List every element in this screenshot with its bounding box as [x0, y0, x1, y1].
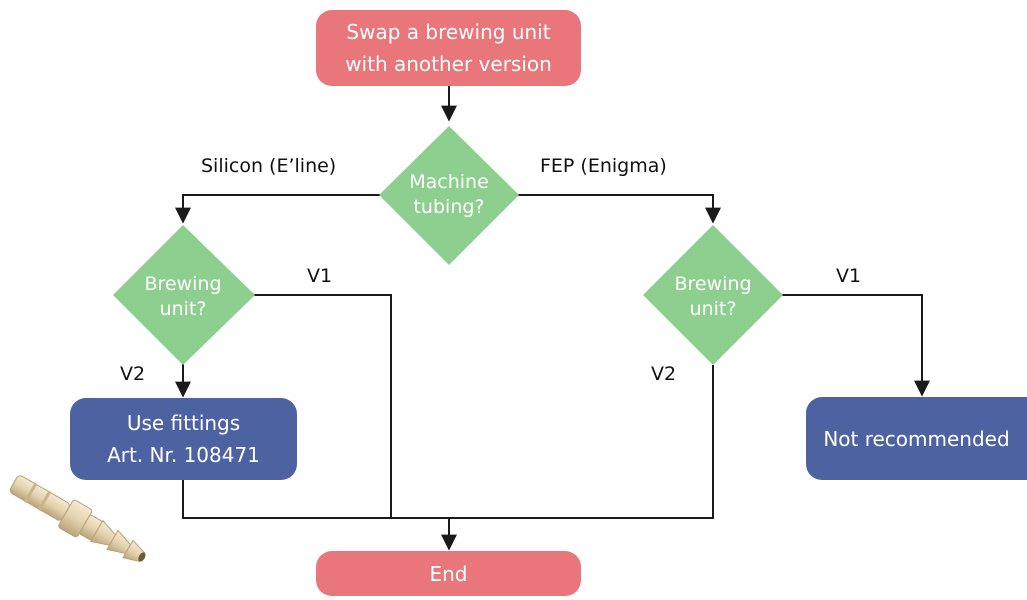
edge-label-left-v2: V2: [120, 363, 146, 385]
not-recommended-label: Not recommended: [823, 426, 1010, 451]
start-node: Swap a brewing unit with another version: [316, 10, 581, 86]
decision-tubing-diamond: [379, 126, 519, 265]
start-node-line2: with another version: [345, 52, 552, 76]
left-unit-decision-line2: unit?: [159, 298, 207, 320]
end-node: End: [316, 551, 581, 596]
fittings-node-line2: Art. Nr. 108471: [107, 443, 260, 467]
edge-label-left-v1: V1: [307, 265, 333, 287]
decision-left-unit-diamond: [113, 225, 255, 365]
left-unit-decision-label: Brewing unit?: [123, 272, 243, 322]
edge-label-fep: FEP (Enigma): [540, 155, 667, 177]
edge-silicon: [175, 194, 383, 224]
not-recommended-node: Not recommended: [806, 397, 1027, 480]
right-unit-decision-label: Brewing unit?: [653, 272, 773, 322]
fittings-node-line1: Use fittings: [126, 411, 241, 435]
edge-right-v1: [781, 294, 930, 397]
tubing-decision-line1: Machine: [409, 171, 489, 193]
decision-right-unit-diamond: [643, 225, 783, 365]
start-node-line1: Swap a brewing unit: [346, 20, 551, 44]
edge-label-silicon: Silicon (E’line): [201, 155, 337, 177]
edge-fep: [515, 194, 721, 224]
end-node-label: End: [429, 561, 468, 586]
right-unit-decision-line1: Brewing: [674, 273, 752, 295]
fittings-node: Use fittings Art. Nr. 108471: [70, 398, 297, 480]
edge-label-right-v2: V2: [651, 363, 677, 385]
left-unit-decision-line1: Brewing: [144, 273, 222, 295]
tubing-decision-label: Machine tubing?: [389, 170, 509, 220]
edge-label-right-v1: V1: [836, 265, 862, 287]
hose-fitting-icon: [9, 475, 146, 562]
edge-left-v1: [253, 294, 392, 518]
tubing-decision-line2: tubing?: [413, 196, 485, 218]
right-unit-decision-line2: unit?: [689, 298, 737, 320]
